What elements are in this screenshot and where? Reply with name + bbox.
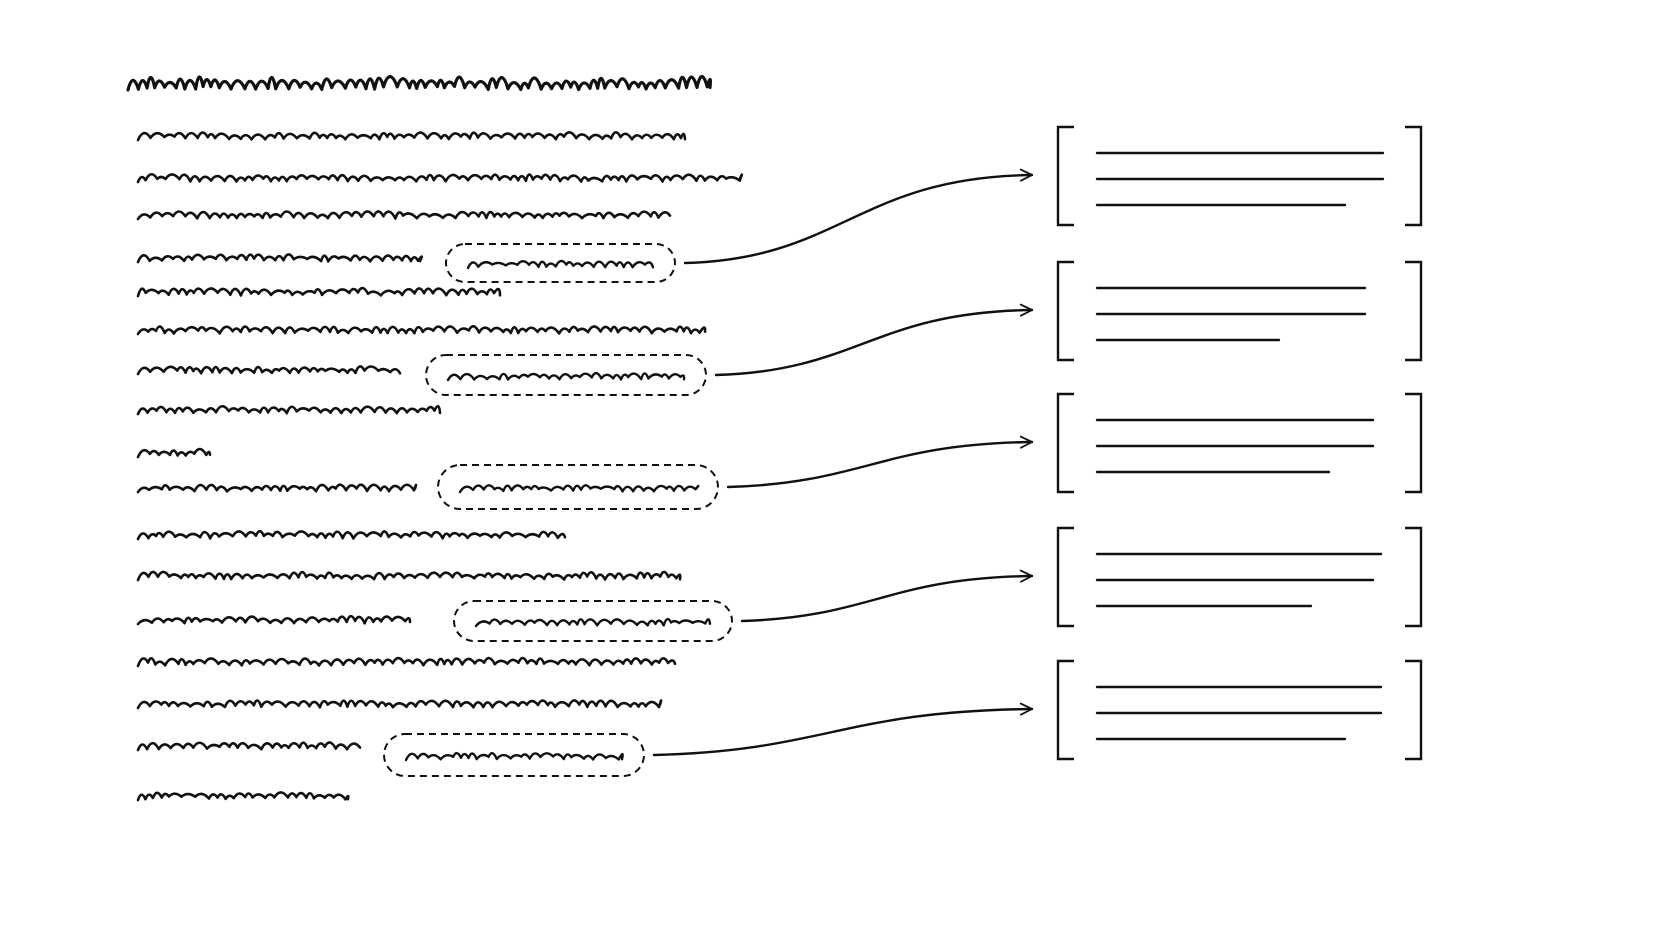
structured-record (1056, 526, 1423, 628)
document-highlights (383, 243, 733, 777)
document-text-line (136, 570, 682, 582)
highlight-outline (453, 600, 733, 642)
left-bracket (1056, 659, 1074, 761)
connector-arrows (652, 168, 1034, 757)
left-bracket (1056, 125, 1074, 227)
highlighted-text (466, 259, 655, 270)
connector-arrow (740, 569, 1034, 623)
document-text-line (136, 656, 677, 668)
connector-arrow (714, 303, 1034, 377)
structured-record (1056, 125, 1423, 227)
highlighted-text (458, 484, 700, 494)
document-title-line (126, 74, 713, 92)
document-text-lines (126, 74, 744, 802)
structured-records (1056, 125, 1423, 761)
structured-record (1056, 392, 1423, 494)
right-bracket (1405, 392, 1423, 494)
highlight-outline (425, 354, 707, 396)
structured-record (1056, 659, 1423, 761)
highlight-outline (383, 733, 645, 777)
left-bracket (1056, 260, 1074, 362)
right-bracket (1405, 526, 1423, 628)
highlighted-text (404, 751, 624, 762)
right-bracket (1405, 260, 1423, 362)
document-text-line (136, 210, 672, 221)
document-text-line (136, 404, 442, 416)
highlighted-text (474, 617, 712, 628)
highlight-outline (445, 243, 676, 283)
document-text-line (136, 253, 423, 264)
document-text-line (136, 325, 707, 336)
document-text-line (136, 483, 418, 494)
document-text-line (136, 791, 350, 802)
document-text-line (136, 614, 412, 626)
document-text-line (136, 172, 744, 184)
document-text-line (136, 286, 502, 298)
connector-arrow (726, 435, 1034, 489)
highlighted-text (446, 371, 686, 382)
document-text-line (136, 365, 402, 376)
document-text-line (136, 741, 362, 752)
right-bracket (1405, 125, 1423, 227)
connector-arrow (683, 168, 1034, 265)
document-text-line (136, 529, 567, 541)
document-text-line (136, 131, 687, 142)
document-text-line (136, 699, 663, 710)
document-text-line (136, 447, 212, 459)
highlight-outline (437, 464, 719, 510)
structured-record (1056, 260, 1423, 362)
right-bracket (1405, 659, 1423, 761)
left-bracket (1056, 526, 1074, 628)
connector-arrow (652, 702, 1034, 757)
left-bracket (1056, 392, 1074, 494)
